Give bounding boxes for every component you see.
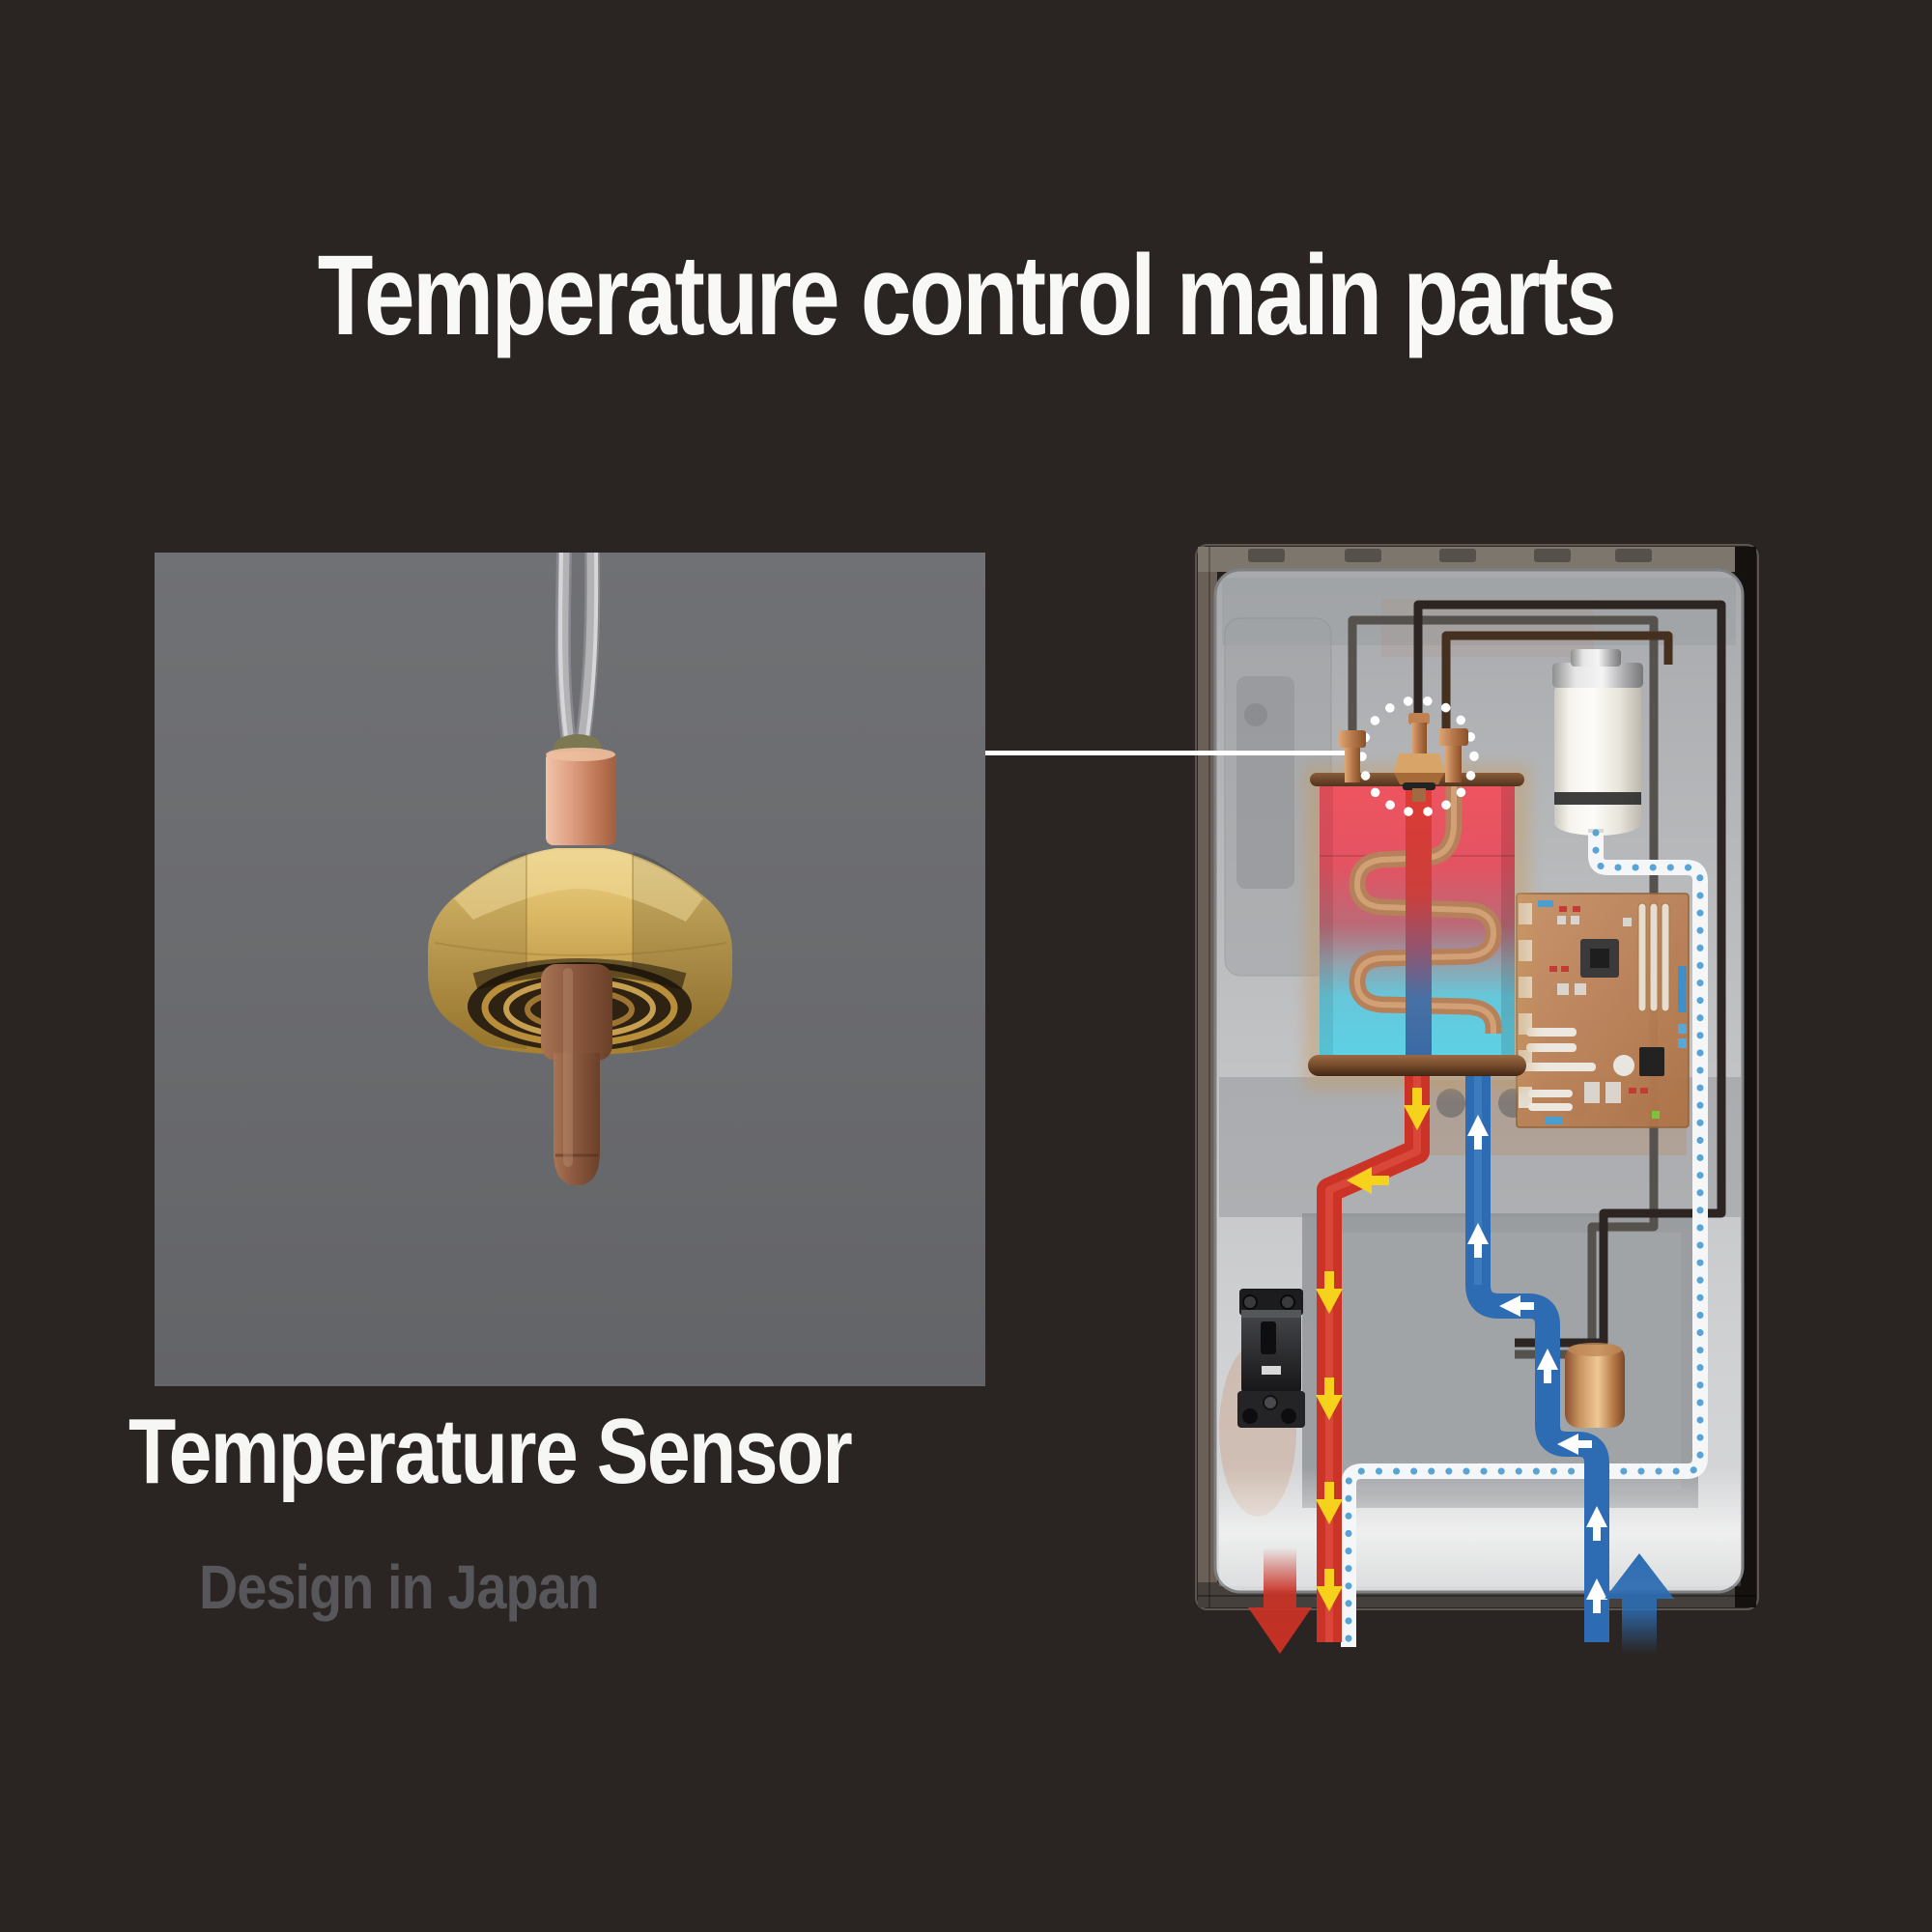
temperature-sensor-photo — [428, 553, 732, 1185]
flow-valve — [1237, 1289, 1305, 1428]
led-icon — [1652, 1111, 1660, 1119]
pcb-red-pads — [1549, 906, 1648, 1094]
blue-connector-icon — [1678, 966, 1687, 1012]
right-fitting-icon — [1438, 728, 1468, 782]
tank-fittings — [1339, 713, 1468, 802]
brown-wire — [1441, 631, 1673, 746]
water-supply-line — [1341, 829, 1708, 1651]
sensor-photo-panel — [155, 553, 985, 1386]
case-clip-tabs — [1248, 549, 1652, 562]
sensor-copper-sleeve-icon — [546, 748, 616, 845]
page-title: Temperature control main parts — [317, 232, 1617, 359]
hot-outlet-arrow-icon — [1248, 1548, 1312, 1654]
sensor-lead-wires-icon — [554, 553, 601, 752]
callout-line — [985, 751, 1350, 755]
sensor-highlight-circle — [1357, 696, 1479, 817]
tank-center-pipe — [1406, 784, 1432, 1059]
eeprom-chip-icon — [1639, 1047, 1664, 1076]
pcb-small-pads — [1557, 916, 1632, 1103]
sensor-caption: Temperature Sensor — [128, 1400, 853, 1503]
ram-slots-icon — [1637, 902, 1670, 1012]
design-origin-label: Design in Japan — [199, 1552, 600, 1622]
sensor-probe-icon — [541, 964, 612, 1185]
black-wire — [1413, 600, 1726, 1348]
battery-canister — [1552, 649, 1643, 848]
heat-exchanger-tank — [1304, 765, 1530, 1090]
tank-base-bar — [1308, 1055, 1526, 1076]
canister-cap-icon — [1552, 663, 1643, 688]
temperature-sensor-location-icon — [1394, 713, 1444, 802]
left-fitting-icon — [1339, 730, 1366, 782]
buffer-cylinder — [1565, 1343, 1625, 1428]
control-board — [1516, 893, 1690, 1128]
pcb-slot-bars — [1524, 1028, 1596, 1111]
cold-inlet-arrow-icon — [1605, 1553, 1674, 1654]
